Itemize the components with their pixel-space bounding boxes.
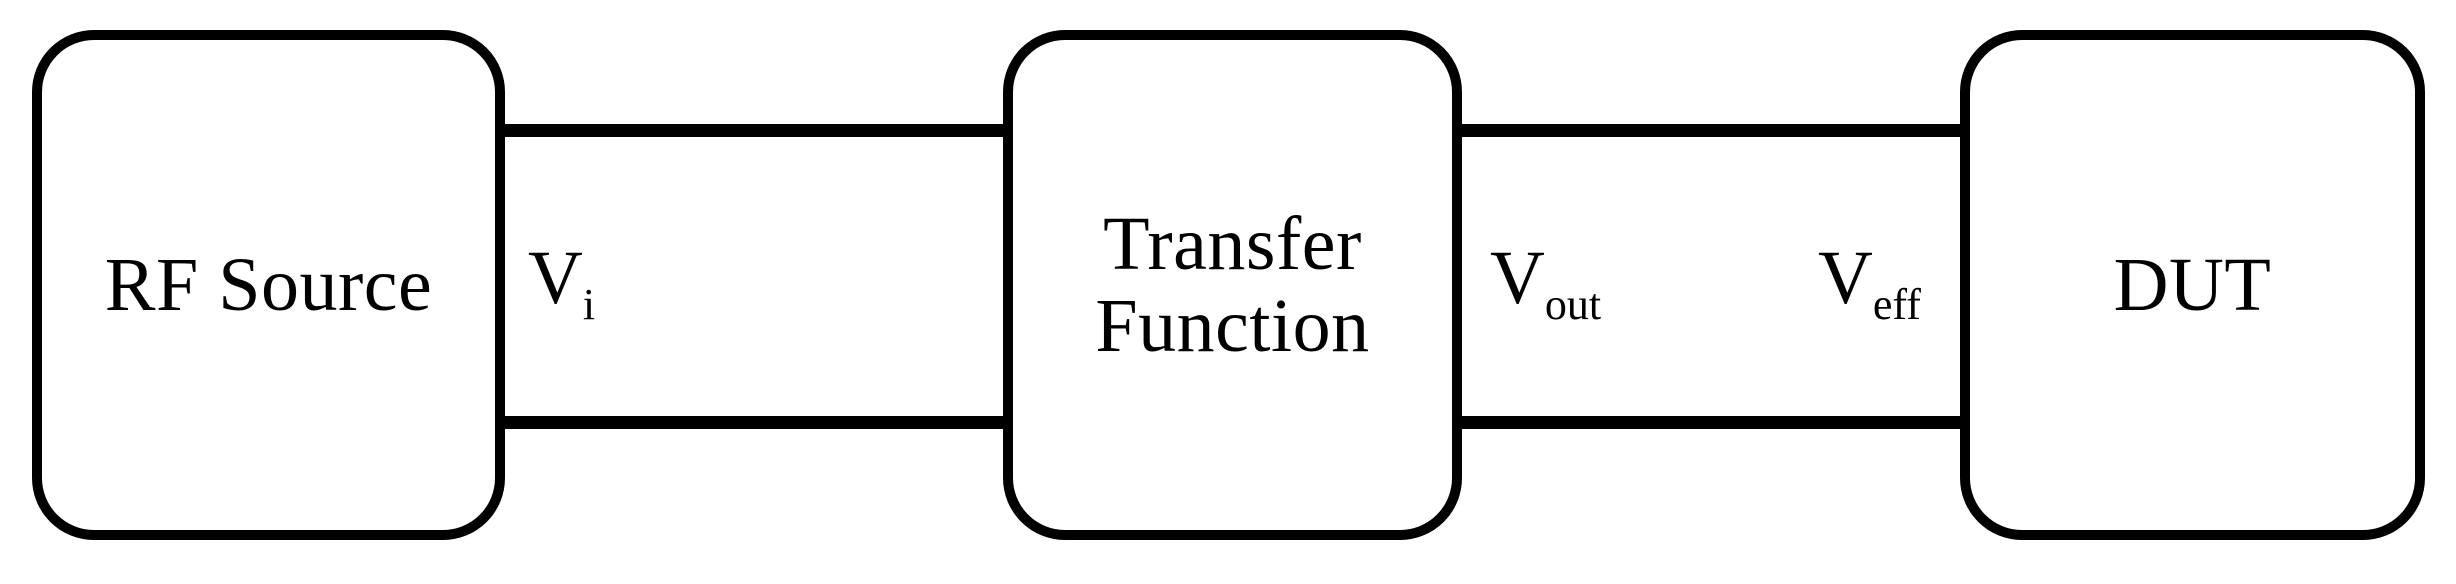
signal-label-vout-subscript: out (1544, 280, 1602, 329)
connector-rf-source-to-transfer-top (494, 124, 1014, 137)
block-dut-label: DUT (2113, 242, 2272, 327)
signal-label-vi-base: V (528, 236, 583, 320)
signal-label-vout: Vout (1490, 240, 1601, 327)
connector-rf-source-to-transfer-bottom (494, 416, 1014, 429)
connector-transfer-to-dut-top (1451, 124, 1971, 137)
signal-label-veff: Veff (1818, 240, 1921, 327)
block-transfer-function-label: Transfer Function (1095, 201, 1370, 368)
signal-label-vi: Vi (528, 240, 595, 327)
block-transfer-function: Transfer Function (1003, 30, 1462, 540)
block-rf-source: RF Source (32, 30, 505, 540)
block-rf-source-label: RF Source (104, 242, 433, 327)
connector-transfer-to-dut-bottom (1451, 416, 1971, 429)
signal-label-veff-base: V (1818, 236, 1873, 320)
signal-label-vout-base: V (1490, 236, 1545, 320)
signal-label-veff-subscript: eff (1872, 280, 1921, 329)
signal-label-vi-subscript: i (582, 280, 596, 329)
block-dut: DUT (1960, 30, 2425, 540)
